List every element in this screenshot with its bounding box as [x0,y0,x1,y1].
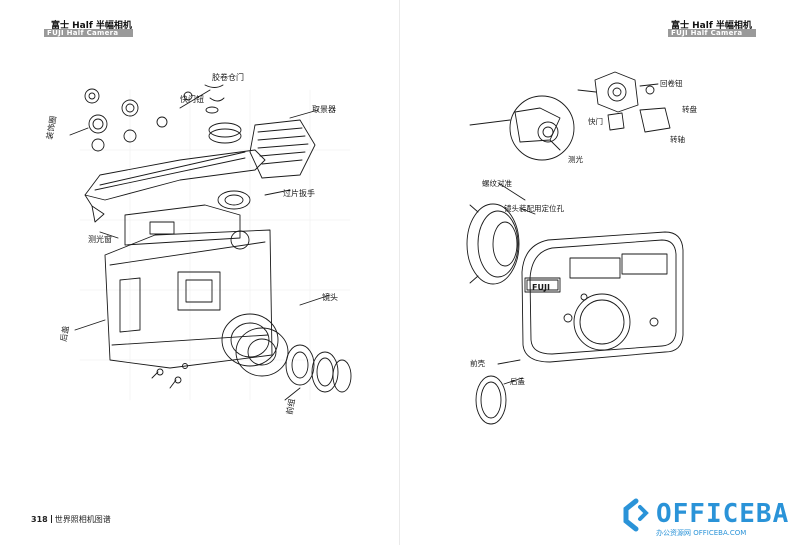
label-front-shell: 前壳 [470,358,485,368]
watermark-mark-icon [623,498,649,532]
label-lens: 镜头 [322,292,338,302]
watermark-subtext: 办公资源网 OFFICEBA.COM [656,529,747,537]
left-page: 富士 Half 半幅相机 FUJI Half Camera [31,21,352,525]
label-shutter: 快门 [588,116,603,126]
camera-exploded-sketch: 装饰圈 胶卷仓门 快门钮 取景器 过片扳手 测光窗 后盖 镜头 前组 [44,72,352,415]
right-header-subtitle: FUJI Half Camera [668,29,756,37]
label-advance-lever: 过片扳手 [283,188,315,198]
label-film-door: 胶卷仓门 [212,72,244,82]
label-decor-ring: 装饰圈 [44,115,58,140]
book-title: 世界照相机图谱 [54,515,111,524]
page-number: 318 [31,515,48,524]
label-dial: 转盘 [682,104,697,114]
label-shaft: 转轴 [670,134,685,144]
label-thread-align: 螺纹对准 [482,178,512,188]
right-header-title: 富士 Half 半幅相机 [671,21,752,31]
left-header-subtitle: FUJI Half Camera [44,29,133,37]
label-meter-window: 测光窗 [88,234,112,244]
left-header-title: 富士 Half 半幅相机 [51,21,132,31]
watermark-logo: OFFICEBA 办公资源网 OFFICEBA.COM [620,497,795,537]
camera-nameplate: FUJI [532,283,550,292]
label-back-cover: 后盖 [58,325,71,342]
label-rear-cover: 后盖 [510,376,525,386]
label-meter: 测光 [568,154,583,164]
camera-front-sketch: FUJI 回卷钮 转盘 快门 测光 转轴 螺纹对准 镜头装配用定位孔 前壳 后盖 [466,71,697,425]
label-viewfinder: 取景器 [312,105,336,114]
watermark-text: OFFICEBA [656,499,790,529]
page-folio: 318 世界照相机图谱 [31,514,111,525]
label-front-group: 前组 [284,398,297,415]
label-rewind-knob: 回卷钮 [660,78,683,88]
label-shutter-button: 快门钮 [180,94,204,104]
right-page: 富士 Half 半幅相机 FUJI Half Camera [400,0,800,545]
label-lens-mount-hole: 镜头装配用定位孔 [504,203,564,213]
